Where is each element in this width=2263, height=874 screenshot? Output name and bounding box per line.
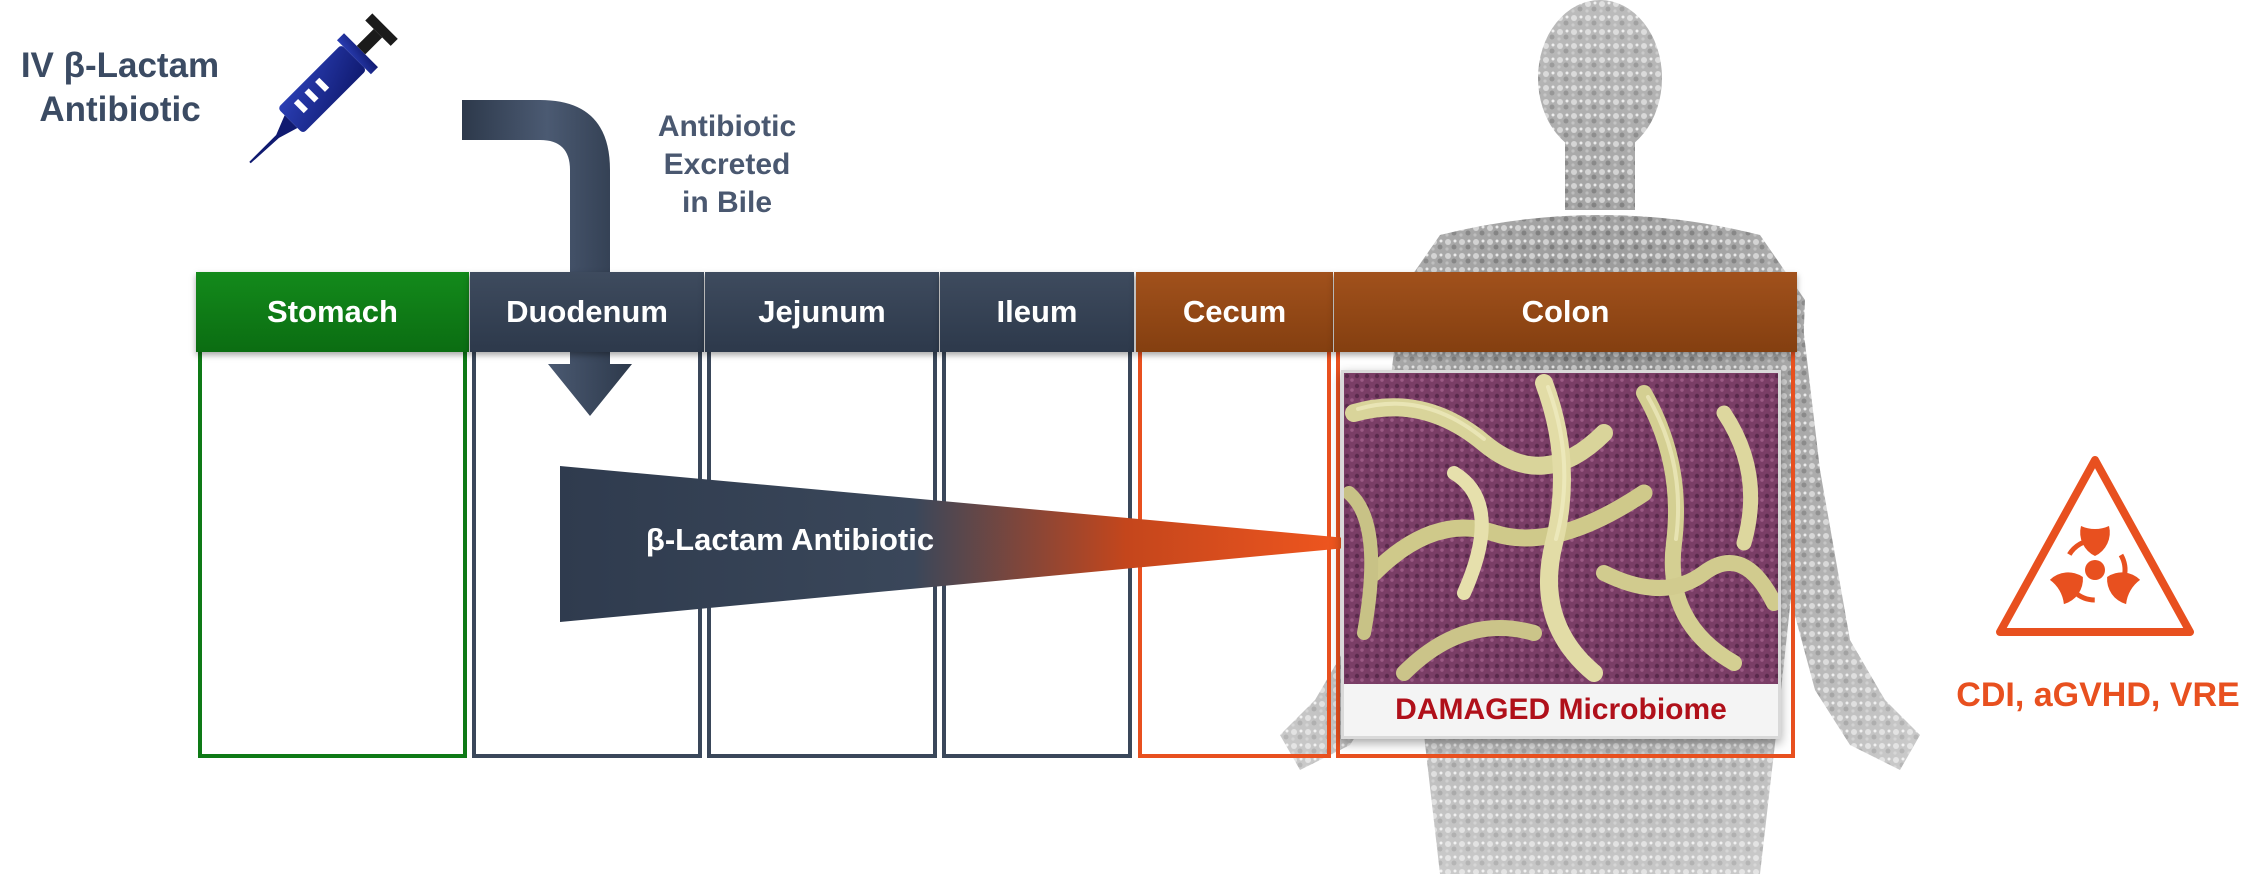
iv-label-line1: IV β-Lactam	[6, 44, 234, 88]
iv-label-line2: Antibiotic	[6, 88, 234, 132]
bile-arrow	[460, 96, 640, 421]
bile-label-line2: Excreted	[627, 146, 827, 184]
wedge-label: β-Lactam Antibiotic	[600, 522, 980, 558]
segment-label: Jejunum	[758, 294, 885, 330]
segment-label: Colon	[1522, 294, 1610, 330]
segment-header-colon: Colon	[1334, 272, 1797, 352]
syringe-icon	[220, 4, 420, 184]
segment-header-stomach: Stomach	[196, 272, 469, 352]
stomach-column	[198, 340, 467, 758]
outcome-label: CDI, aGVHD, VRE	[1938, 676, 2258, 715]
segment-header-ileum: Ileum	[940, 272, 1134, 352]
segment-label: Cecum	[1183, 294, 1286, 330]
segment-label: Stomach	[267, 294, 398, 330]
bile-label-line3: in Bile	[627, 184, 827, 222]
microbiome-caption: DAMAGED Microbiome	[1344, 684, 1778, 736]
segment-header-jejunum: Jejunum	[705, 272, 939, 352]
iv-antibiotic-label: IV β-Lactam Antibiotic	[6, 44, 234, 132]
segment-label: Duodenum	[506, 294, 668, 330]
segment-header-duodenum: Duodenum	[470, 272, 704, 352]
biohazard-icon	[1990, 452, 2200, 640]
segment-header-cecum: Cecum	[1136, 272, 1333, 352]
bile-excretion-label: Antibiotic Excreted in Bile	[627, 108, 827, 222]
bile-label-line1: Antibiotic	[627, 108, 827, 146]
segment-label: Ileum	[997, 294, 1078, 330]
microbiome-micrograph	[1344, 373, 1778, 684]
